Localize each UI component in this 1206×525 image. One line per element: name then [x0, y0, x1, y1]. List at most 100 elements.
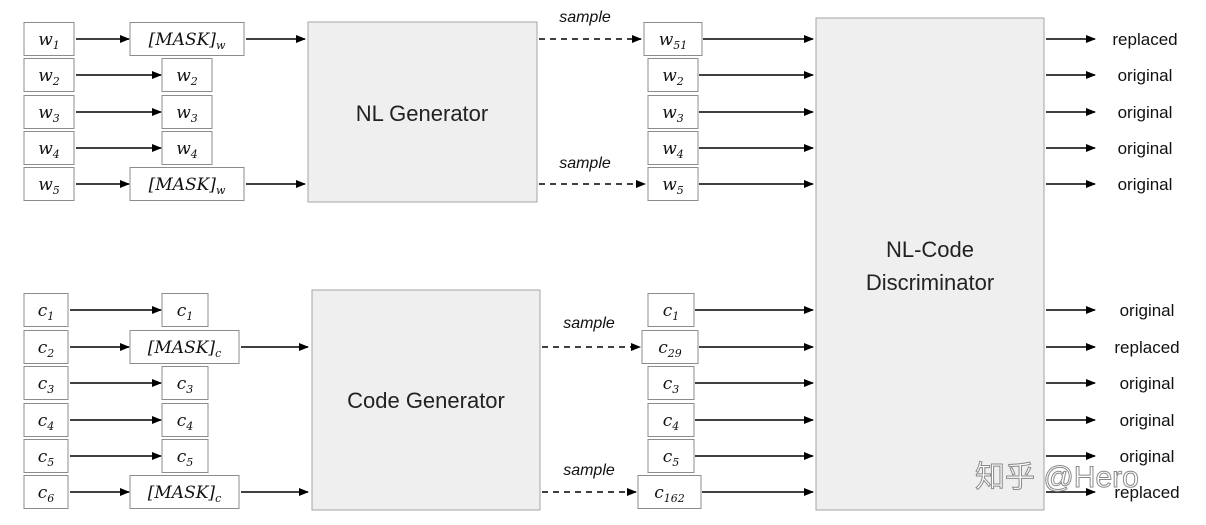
nl-masked-cell-5-base: [MASK]	[149, 175, 217, 195]
code-masked-cell-3-sub: 3	[186, 383, 193, 396]
code-masked-cell-6-sub: c	[215, 492, 221, 505]
code-input-cell-5-sub: 5	[47, 456, 54, 469]
nl-output-cell-1-sub: 51	[673, 39, 687, 52]
code-input-cell-2-base: c	[38, 338, 48, 358]
code-masked-cell-6-base: [MASK]	[148, 483, 216, 503]
nl-label-4: original	[1118, 139, 1173, 158]
code-label-2: replaced	[1114, 338, 1179, 357]
code-label-5: original	[1120, 447, 1175, 466]
code-input-cell-1-base: c	[38, 301, 48, 321]
nl-input-cell-2-sub: 2	[52, 75, 60, 88]
nl-output-cell-1-text: w51	[659, 30, 688, 52]
nl-label-5: original	[1118, 175, 1173, 194]
code-input-cell-2-text: c2	[38, 338, 55, 360]
code-sample-label-top: sample	[563, 315, 615, 332]
watermark: 知乎 @Hero	[975, 461, 1139, 494]
code-input-cell-4-text: c4	[38, 411, 55, 433]
discriminator-label-line2: Discriminator	[866, 270, 994, 295]
nl-output-cell-5-sub: 5	[677, 184, 684, 197]
nl-input-cell-3-text: w3	[38, 103, 60, 125]
code-input-cell-2-sub: 2	[46, 347, 54, 360]
nl-output-cell-5-base: w	[662, 175, 677, 195]
code-masked-cell-1-text: c1	[177, 301, 194, 323]
nl-output-cell-1	[643, 22, 703, 56]
code-output-cell-2-text: c29	[658, 338, 682, 360]
nl-input-cell-2-base: w	[38, 66, 53, 86]
nl-input-cell-4-text: w4	[38, 139, 60, 161]
code-masked-cell-4-text: c4	[177, 411, 194, 433]
nl-input-cell-5-base: w	[38, 175, 53, 195]
code-output-cell-5	[647, 439, 695, 473]
code-output-cell-2	[641, 330, 699, 364]
code-output-cell-6	[637, 475, 702, 509]
code-input-cell-3	[23, 366, 69, 400]
connection-arrows	[70, 35, 1096, 496]
nl-masked-cell-5-sub: w	[216, 184, 226, 197]
code-masked-cell-1-sub: 1	[186, 310, 193, 323]
code-input-cell-4-base: c	[38, 411, 48, 431]
nl-label-3: original	[1118, 103, 1173, 122]
code-output-cell-2-base: c	[658, 338, 668, 358]
code-input-cell-4-sub: 4	[46, 420, 54, 433]
code-masked-cell-2-text: [MASK]c	[148, 338, 221, 360]
code-generator-label: Code Generator	[347, 388, 505, 413]
nl-masked-cell-1-sub: w	[216, 39, 226, 52]
nl-masked-cell-2-sub: 2	[190, 75, 198, 88]
nl-output-cell-1-base: w	[659, 30, 674, 50]
discriminator-block	[815, 17, 1045, 511]
code-sample-label-bottom: sample	[563, 462, 615, 479]
code-masked-cell-5	[161, 439, 209, 473]
code-masked-cell-6-text: [MASK]c	[148, 483, 221, 505]
nl-masked-cell-4	[161, 131, 213, 165]
nl-input-cell-2-text: w2	[38, 66, 60, 88]
code-output-cell-5-base: c	[663, 447, 673, 467]
nl-masked-cell-1	[129, 22, 245, 56]
nl-output-cell-2-base: w	[662, 66, 677, 86]
nl-masked-cell-4-base: w	[176, 139, 191, 159]
code-output-cell-3-base: c	[663, 374, 673, 394]
code-masked-cell-2	[129, 330, 240, 364]
nl-input-cell-5-text: w5	[38, 175, 60, 197]
code-output-cell-4-sub: 4	[671, 420, 679, 433]
code-masked-cell-2-sub: c	[215, 347, 221, 360]
code-output-cell-2-sub: 29	[667, 347, 682, 360]
code-masked-cell-5-base: c	[177, 447, 187, 467]
nl-output-cell-4	[647, 131, 699, 165]
code-output-cell-3	[647, 366, 695, 400]
nl-generator-block	[307, 21, 538, 203]
nl-input-cell-4	[23, 131, 75, 165]
nl-output-cell-3	[647, 95, 699, 129]
code-masked-cell-4-sub: 4	[185, 420, 193, 433]
nl-label-1: replaced	[1112, 30, 1177, 49]
code-generator-block	[311, 289, 541, 511]
code-label-4: original	[1120, 411, 1175, 430]
code-masked-cell-4	[161, 403, 209, 437]
code-label-1: original	[1120, 301, 1175, 320]
nl-label-2: original	[1118, 66, 1173, 85]
code-output-cell-5-sub: 5	[672, 456, 679, 469]
code-input-cell-5-text: c5	[38, 447, 55, 469]
nl-input-cell-1-base: w	[38, 30, 53, 50]
nl-input-cell-1-text: w1	[38, 30, 60, 52]
code-input-cell-1-sub: 1	[47, 310, 54, 323]
nl-output-cell-5	[647, 167, 699, 201]
code-output-cell-1-sub: 1	[672, 310, 679, 323]
nl-input-cell-3-sub: 3	[53, 112, 60, 125]
code-input-cell-6	[23, 475, 69, 509]
nl-sample-label-top: sample	[559, 9, 611, 26]
code-output-cell-1	[647, 293, 695, 327]
code-masked-cell-5-text: c5	[177, 447, 194, 469]
nl-masked-cell-3-base: w	[176, 103, 191, 123]
code-output-cell-6-sub: 162	[664, 492, 685, 505]
nl-masked-cell-2-text: w2	[176, 66, 198, 88]
code-input-cell-2	[23, 330, 69, 364]
nl-output-cell-2-text: w2	[662, 66, 684, 88]
nl-masked-cell-4-text: w4	[176, 139, 198, 161]
code-label-6: replaced	[1114, 483, 1179, 502]
code-masked-cell-1	[161, 293, 209, 327]
code-input-cell-6-base: c	[38, 483, 48, 503]
code-input-cell-1-text: c1	[38, 301, 55, 323]
nl-output-cell-2	[647, 58, 699, 92]
nl-output-cell-4-sub: 4	[676, 148, 684, 161]
